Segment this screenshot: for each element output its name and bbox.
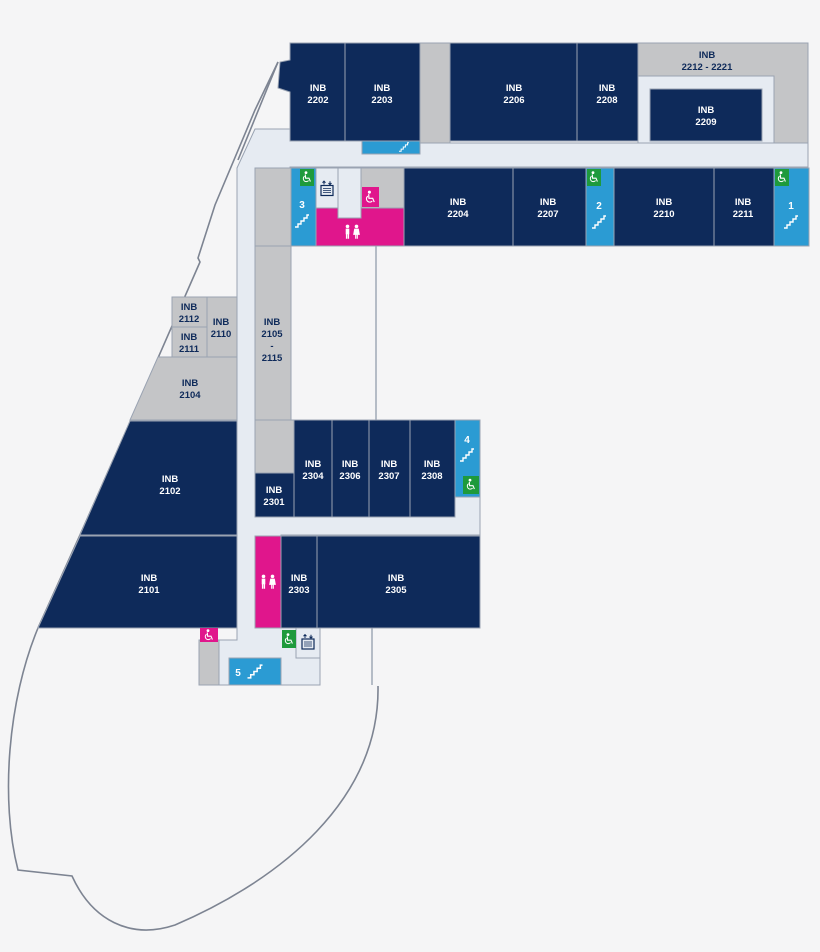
room-label: INB [141, 573, 158, 584]
room-label: INB [181, 302, 198, 313]
room-label: INB [450, 197, 467, 208]
wheelchair-icon [775, 169, 789, 186]
room-label: INB [656, 197, 673, 208]
room-label: INB [540, 197, 557, 208]
room-number: 2208 [596, 95, 617, 106]
room-number: 2111 [179, 344, 200, 355]
wheelchair-icon [463, 476, 479, 494]
room-label: INB [181, 332, 198, 343]
room-2206[interactable] [449, 42, 578, 142]
room-2303[interactable] [280, 535, 318, 629]
wheelchair-icon [587, 169, 601, 186]
room-label: INB [182, 378, 199, 389]
room-number: 2209 [695, 117, 716, 128]
stair-number: 5 [235, 668, 241, 679]
room-label: INB [264, 317, 281, 328]
room-label: INB [305, 459, 322, 470]
corridor [337, 167, 362, 219]
room-2308[interactable] [409, 419, 456, 518]
room-2207[interactable] [512, 167, 587, 247]
room-label: INB [699, 50, 716, 61]
room-number: 2212 - 2221 [682, 62, 733, 73]
room-number: 2110 [211, 329, 232, 340]
stair-number: 2 [596, 201, 602, 212]
room-label: INB [381, 459, 398, 470]
stair-number: 4 [464, 435, 470, 446]
room-number: 2307 [378, 471, 399, 482]
room-number: 2207 [537, 209, 558, 220]
room-2210[interactable] [613, 167, 715, 247]
room-number: 2202 [307, 95, 328, 106]
room-number: 2304 [302, 471, 324, 482]
room-label: INB [424, 459, 441, 470]
wheelchair-icon [282, 630, 296, 648]
room-2204[interactable] [403, 167, 514, 247]
room-number: 2112 [179, 314, 200, 325]
elevator-icon [298, 631, 318, 655]
room-label: INB [342, 459, 359, 470]
room-2307[interactable] [368, 419, 411, 518]
restroom [254, 535, 282, 629]
room-number: 2303 [288, 585, 309, 596]
wheelchair-icon [362, 187, 379, 207]
room-number: 2204 [447, 209, 469, 220]
service-area [254, 245, 292, 421]
stair-number: 1 [788, 201, 794, 212]
room-2208[interactable] [576, 42, 639, 142]
room-2304[interactable] [293, 419, 333, 518]
room-number: 2305 [385, 585, 407, 596]
room-2305[interactable] [316, 535, 481, 629]
restroom [315, 207, 405, 247]
room-label: INB [213, 317, 230, 328]
room-2306[interactable] [331, 419, 370, 518]
room-labels: INB 2202 INB 2203 INB 2206 INB 2208 INB … [138, 50, 754, 596]
wheelchair-icon [200, 628, 218, 642]
service-area [254, 419, 295, 474]
stair-1[interactable] [773, 167, 810, 247]
service-area [198, 639, 220, 686]
room-2203[interactable] [344, 42, 421, 142]
room-label: INB [698, 105, 715, 116]
room-number: 2105 [261, 329, 283, 340]
room-label: INB [599, 83, 616, 94]
stair-bridge [361, 140, 421, 155]
room-2102[interactable] [79, 420, 238, 536]
room-number: 2101 [138, 585, 160, 596]
room-label: INB [291, 573, 308, 584]
room-number: 2211 [733, 209, 754, 220]
room-number: 2104 [179, 390, 201, 401]
room-number: 2102 [159, 486, 180, 497]
stair-number: 3 [299, 200, 305, 211]
room-label: INB [735, 197, 752, 208]
room-2101[interactable] [37, 535, 238, 629]
room-number: 2206 [503, 95, 524, 106]
room-label: INB [374, 83, 391, 94]
room-label: INB [388, 573, 405, 584]
service-area [254, 167, 292, 247]
room-2211[interactable] [713, 167, 775, 247]
room-number: 2115 [262, 353, 283, 364]
room-label: INB [310, 83, 327, 94]
room-number: 2203 [371, 95, 392, 106]
room-label: INB [506, 83, 523, 94]
wheelchair-icon [300, 169, 314, 186]
room-number: 2210 [653, 209, 674, 220]
service-area [129, 356, 238, 421]
room-number-separator: - [270, 341, 273, 352]
room-2209[interactable] [649, 88, 763, 142]
room-number: 2308 [421, 471, 442, 482]
room-label: INB [266, 485, 283, 496]
room-number: 2306 [339, 471, 360, 482]
service-area [419, 42, 451, 144]
room-label: INB [162, 474, 179, 485]
building-outline [7, 61, 379, 931]
room-number: 2301 [263, 497, 285, 508]
